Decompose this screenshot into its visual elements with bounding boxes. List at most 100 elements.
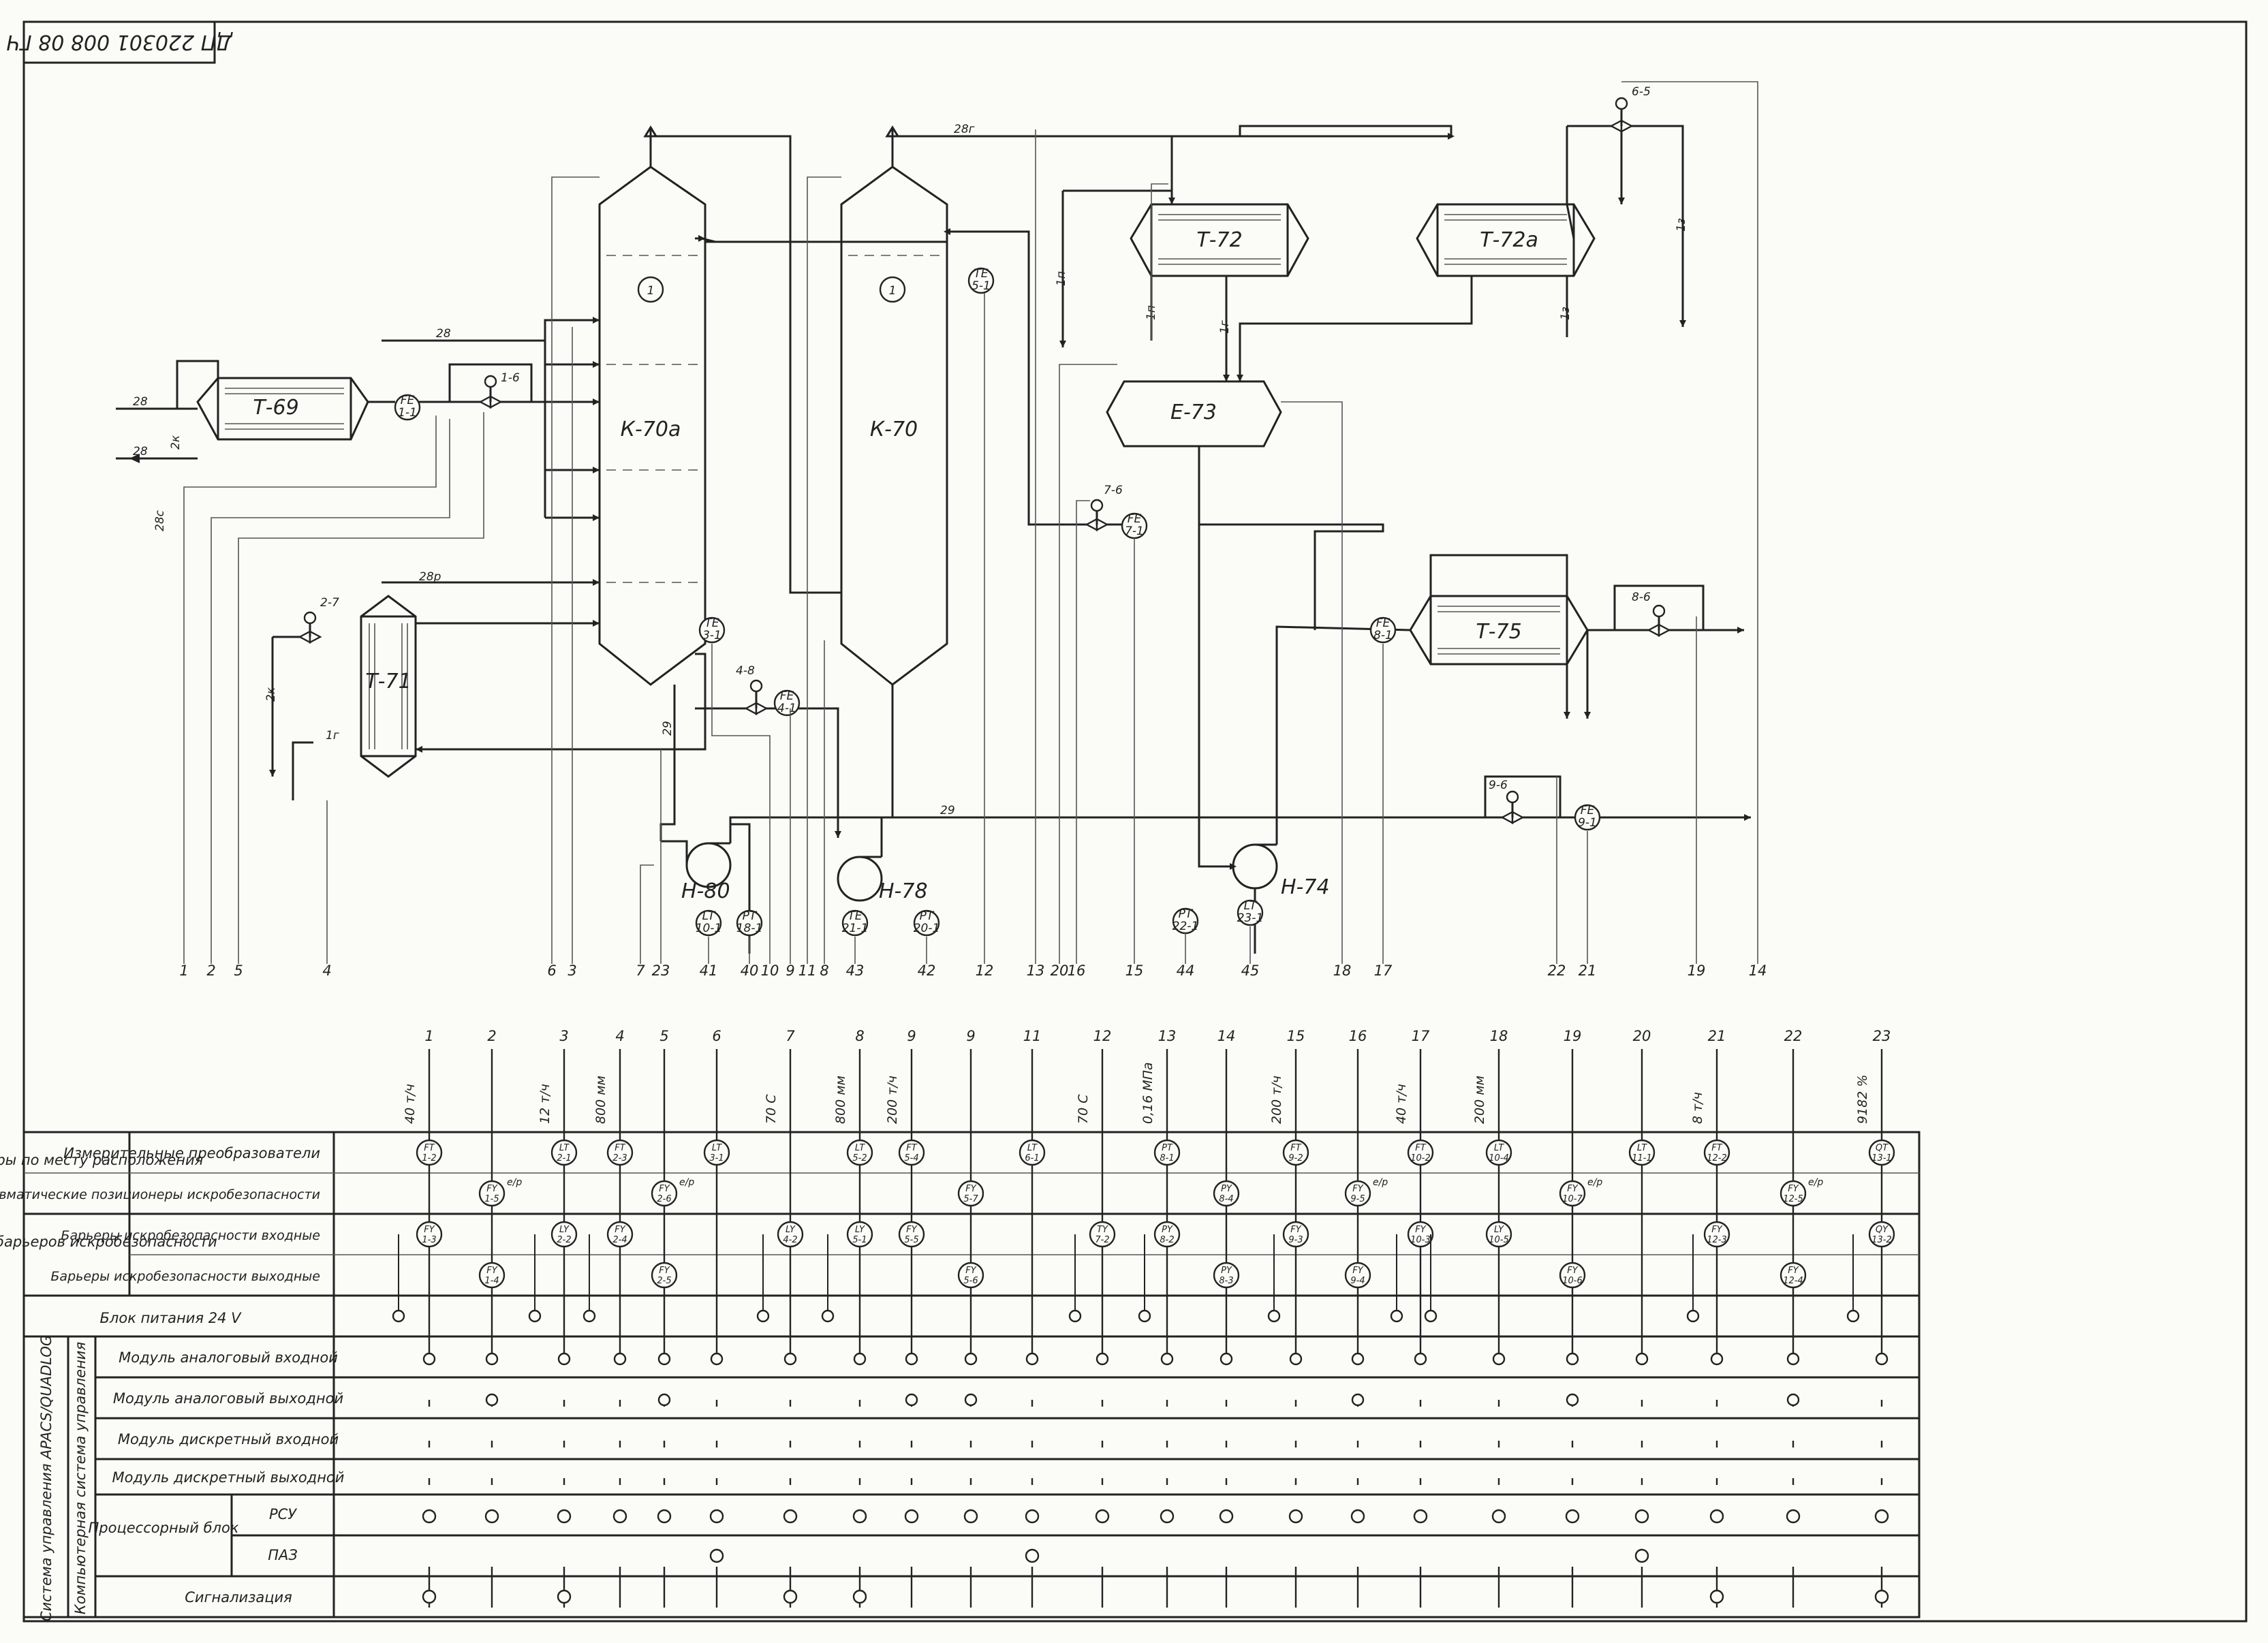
power-node bbox=[1390, 1309, 1403, 1323]
row-power: Блок питания 24 V bbox=[100, 1310, 243, 1326]
ai-node bbox=[1875, 1352, 1889, 1366]
ai-node bbox=[657, 1352, 671, 1366]
heat-exchanger-t-75: Т-75 bbox=[1409, 554, 1589, 666]
power-node bbox=[1846, 1309, 1860, 1323]
column-number: 15 bbox=[1287, 1028, 1305, 1044]
power-node bbox=[1424, 1309, 1438, 1323]
rsu-node bbox=[557, 1509, 572, 1524]
svg-text:PT: PT bbox=[743, 909, 758, 923]
tag-barrier-in-type: PY bbox=[1162, 1225, 1173, 1235]
valve-1-6-tag: 1-6 bbox=[501, 371, 520, 385]
power-node bbox=[821, 1309, 835, 1323]
tag-barrier-out-num: 1-4 bbox=[484, 1276, 499, 1286]
rsu-node bbox=[852, 1509, 867, 1524]
tag-transducer bbox=[416, 1139, 443, 1166]
svg-text:28г: 28г bbox=[954, 123, 975, 136]
line-numbers: 1 2 5 4 6 3 7 23 41 40 10 9 11 8 43 42 1… bbox=[179, 963, 1767, 979]
heat-exchanger-t-69: Т-69 bbox=[196, 377, 369, 441]
inst-fe-8-1: FE8-1 bbox=[1369, 616, 1397, 644]
rsu-node bbox=[1350, 1509, 1365, 1524]
svg-text:28: 28 bbox=[436, 327, 451, 341]
svg-text:28р: 28р bbox=[419, 570, 441, 584]
svg-text:18-1: 18-1 bbox=[736, 922, 763, 935]
svg-text:1г: 1г bbox=[326, 729, 339, 742]
valve-4-8: 4-8 bbox=[736, 664, 768, 715]
power-node bbox=[1686, 1309, 1700, 1323]
tag-barrier-out-type: FY bbox=[1788, 1266, 1799, 1276]
column-number: 9 bbox=[907, 1028, 916, 1044]
tag-transducer-num: 5-4 bbox=[904, 1153, 918, 1163]
tag-barrier-out bbox=[651, 1262, 678, 1289]
tag-barrier-in bbox=[606, 1221, 634, 1248]
alarm-node bbox=[852, 1589, 867, 1604]
tag-barrier-in-type: FY bbox=[1711, 1225, 1722, 1235]
tag-barrier-out bbox=[1780, 1262, 1807, 1289]
k-70-label: К-70 bbox=[870, 418, 918, 441]
svg-text:41: 41 bbox=[700, 963, 718, 979]
tag-positioner bbox=[651, 1180, 678, 1207]
column-number: 12 bbox=[1093, 1028, 1112, 1044]
tag-positioner-suffix: e/p bbox=[507, 1177, 522, 1188]
tag-positioner-suffix: e/p bbox=[1808, 1177, 1823, 1188]
svg-text:1-1: 1-1 bbox=[398, 406, 417, 420]
svg-text:FE: FE bbox=[780, 689, 794, 703]
h-74-label: Н-74 bbox=[1281, 875, 1330, 899]
tag-transducer-type: FT bbox=[424, 1143, 435, 1153]
rsu-node bbox=[709, 1509, 724, 1524]
column-value: 70 С bbox=[764, 1094, 779, 1124]
tag-transducer bbox=[1868, 1139, 1895, 1166]
valve-7-6: 7-6 bbox=[1085, 484, 1123, 531]
svg-text:19: 19 bbox=[1688, 963, 1706, 979]
ai-node bbox=[1289, 1352, 1303, 1366]
rsu-node bbox=[1709, 1509, 1724, 1524]
tag-barrier-in-num: 5-5 bbox=[904, 1235, 918, 1245]
tag-transducer-type: FT bbox=[906, 1143, 917, 1153]
tag-barrier-out-type: FY bbox=[486, 1266, 497, 1276]
tag-barrier-in-type: LY bbox=[855, 1225, 865, 1235]
tag-transducer bbox=[1407, 1139, 1434, 1166]
control-valves: 1-6 2-7 4-8 6-5 7-6 8-6 bbox=[298, 85, 1671, 824]
ai-node bbox=[1220, 1352, 1233, 1366]
power-node bbox=[756, 1309, 770, 1323]
rsu-node bbox=[1491, 1509, 1506, 1524]
valve-9-6: 9-6 bbox=[1489, 779, 1525, 824]
e-73-label: Е-73 bbox=[1170, 401, 1217, 424]
tag-positioner-num: 10-7 bbox=[1562, 1194, 1583, 1204]
column-value: 200 т/ч bbox=[1269, 1076, 1284, 1124]
tag-positioner-suffix: e/p bbox=[679, 1177, 694, 1188]
valve-4-8-tag: 4-8 bbox=[736, 664, 755, 678]
tag-barrier-in bbox=[1407, 1221, 1434, 1248]
svg-text:6: 6 bbox=[547, 963, 556, 979]
tag-positioner-num: 2-6 bbox=[657, 1194, 671, 1204]
svg-text:28с: 28с bbox=[153, 510, 167, 531]
t-75-label: Т-75 bbox=[1476, 620, 1521, 644]
k-70a-label: К-70а bbox=[621, 418, 681, 441]
column-value: 70 С bbox=[1076, 1094, 1091, 1124]
svg-text:20: 20 bbox=[1051, 963, 1069, 979]
svg-text:17: 17 bbox=[1374, 963, 1393, 979]
tag-barrier-in bbox=[846, 1221, 873, 1248]
tag-barrier-in bbox=[898, 1221, 925, 1248]
tag-transducer-num: 8-1 bbox=[1160, 1153, 1174, 1163]
tag-transducer-num: 1-2 bbox=[422, 1153, 436, 1163]
ai-node bbox=[557, 1352, 571, 1366]
rsu-node bbox=[1413, 1509, 1428, 1524]
inst-fe-7-1: FE7-1 bbox=[1121, 512, 1148, 539]
column-value: 12 т/ч bbox=[538, 1084, 553, 1124]
svg-text:1г: 1г bbox=[1218, 320, 1232, 334]
tag-barrier-in-num: 5-1 bbox=[852, 1235, 867, 1245]
tag-barrier-in bbox=[416, 1221, 443, 1248]
tag-positioner-num: 9-5 bbox=[1350, 1194, 1365, 1204]
flow-arrows bbox=[129, 133, 1751, 870]
stream-labels: 28 28 28с 28 28р 29 29 28г 1п 1п 1з 1з 2… bbox=[133, 123, 1688, 817]
tag-barrier-in-type: FY bbox=[615, 1225, 625, 1235]
column-value: 9182 % bbox=[1855, 1075, 1870, 1124]
svg-text:20-1: 20-1 bbox=[914, 922, 940, 935]
ao-node bbox=[1351, 1393, 1365, 1407]
t-71-label: Т-71 bbox=[365, 670, 411, 693]
